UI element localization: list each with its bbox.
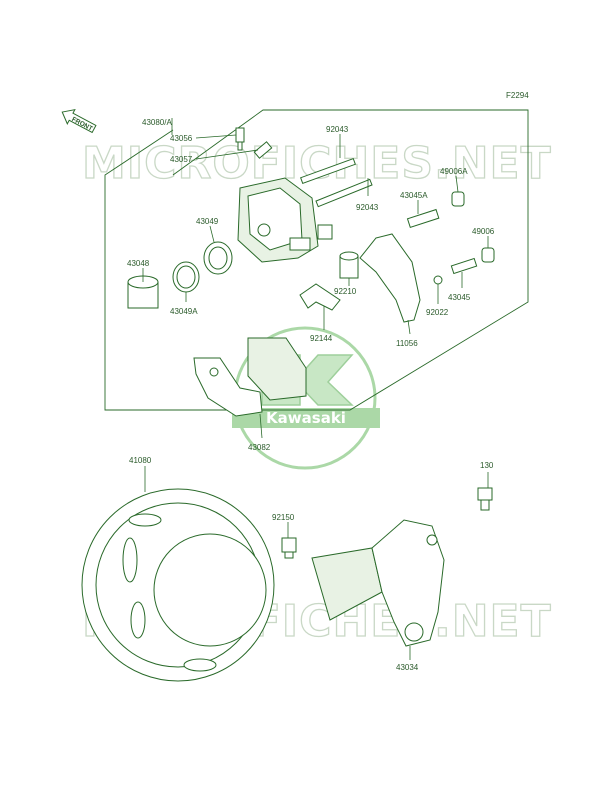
- label-43057: 43057: [170, 155, 193, 164]
- label-130: 130: [480, 461, 494, 470]
- label-92043-upper: 92043: [326, 125, 349, 134]
- cap-49006: [481, 247, 495, 263]
- label-43082: 43082: [248, 443, 271, 452]
- label-43034: 43034: [396, 663, 419, 672]
- leader-lines: [142, 118, 489, 660]
- caliper-body: [237, 177, 333, 263]
- label-49006a: 49006A: [440, 167, 468, 176]
- label-43080a: 43080/A: [142, 118, 172, 127]
- sleeve-92210: [339, 251, 359, 279]
- label-43048: 43048: [127, 259, 150, 268]
- bolt-43045a: [406, 208, 440, 229]
- bolt-43045: [450, 257, 478, 275]
- washer-92022: [433, 275, 443, 285]
- label-92150: 92150: [272, 513, 295, 522]
- label-49006: 49006: [472, 227, 495, 236]
- caliper-bracket-43034: [311, 519, 445, 647]
- front-arrow-icon: FRONT: [61, 109, 97, 134]
- label-92144: 92144: [310, 334, 333, 343]
- label-43045a: 43045A: [400, 191, 428, 200]
- label-43056: 43056: [170, 134, 193, 143]
- watermark-top: MICROFICHES.NET: [82, 138, 552, 189]
- label-43045: 43045: [448, 293, 471, 302]
- part-labels: 43080/A 43056 43057 92043 92043 49006A 4…: [127, 118, 495, 672]
- pin-upper: [300, 157, 356, 185]
- piston-43048: [127, 275, 159, 309]
- logo-text: Kawasaki: [266, 409, 346, 427]
- label-43049a: 43049A: [170, 307, 198, 316]
- pin-lower: [315, 178, 373, 208]
- label-92022: 92022: [426, 308, 449, 317]
- bracket-11056: [359, 233, 421, 323]
- bolt-130: [477, 487, 493, 511]
- cap-49006a: [451, 191, 465, 207]
- label-92043-lower: 92043: [356, 203, 379, 212]
- brake-disc-41080: [81, 488, 275, 682]
- brake-pads-43082: [193, 337, 307, 417]
- bleeder-cap: [253, 141, 273, 159]
- diagram-code: F2294: [506, 91, 529, 100]
- bolt-92150: [281, 537, 297, 559]
- label-43049: 43049: [196, 217, 219, 226]
- label-11056: 11056: [396, 339, 418, 348]
- assembly-frame: [104, 109, 529, 411]
- spring-92144: [299, 283, 341, 311]
- label-92210: 92210: [334, 287, 357, 296]
- label-41080: 41080: [129, 456, 152, 465]
